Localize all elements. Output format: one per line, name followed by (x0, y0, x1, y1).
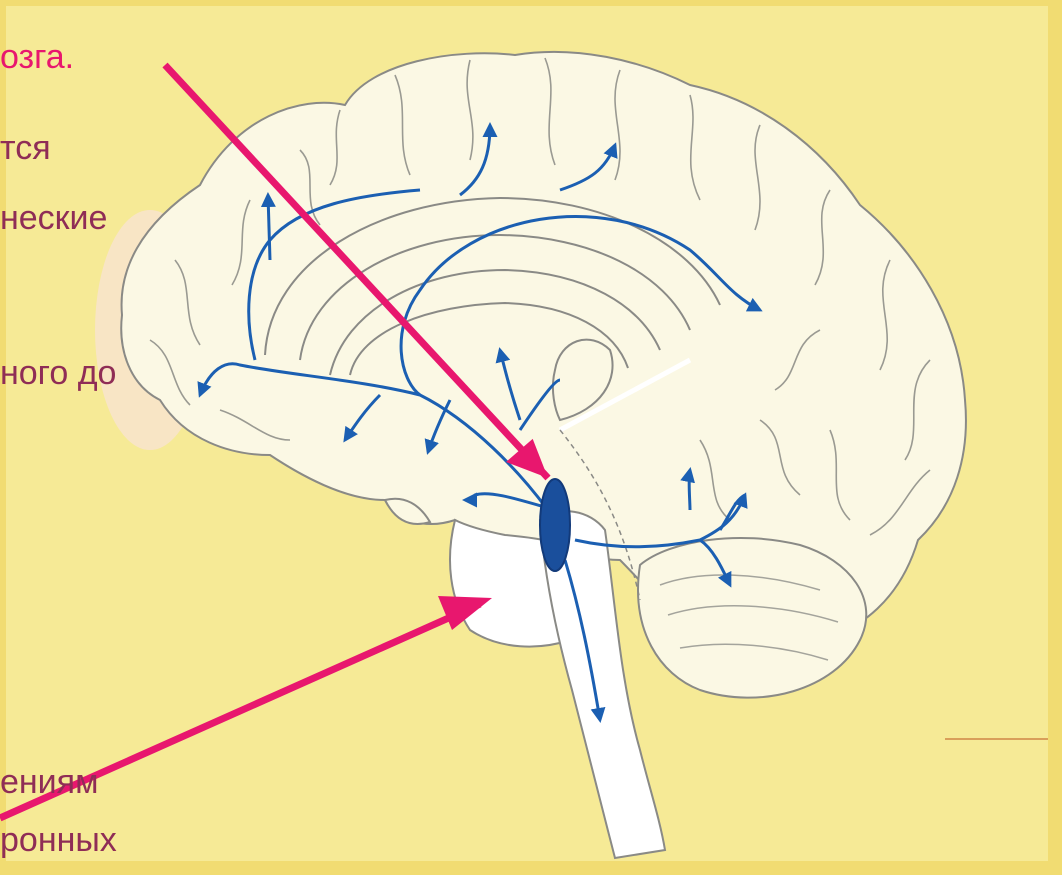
text-line: озга. (0, 37, 74, 77)
text-line: неские (0, 198, 107, 238)
locus-coeruleus (540, 479, 570, 571)
text-line: ениям (0, 762, 98, 802)
text-line: ного до (0, 353, 116, 393)
cerebellum (638, 538, 866, 698)
text-line: тся (0, 128, 51, 168)
text-line: ронных (0, 820, 117, 860)
